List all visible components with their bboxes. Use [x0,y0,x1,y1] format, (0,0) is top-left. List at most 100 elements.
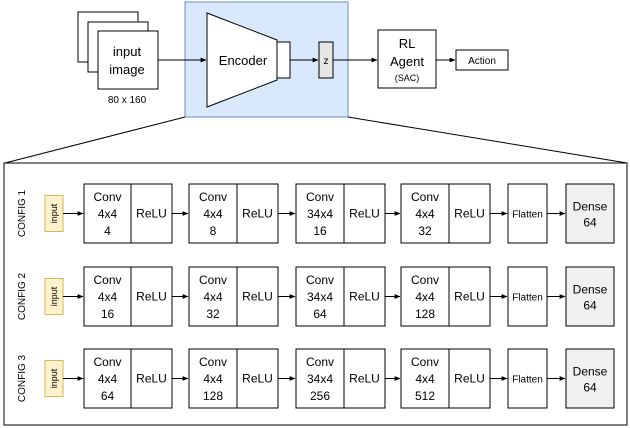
relu-label: ReLU [136,207,167,221]
flatten-box [507,348,548,409]
conv-title: Conv [199,273,227,287]
dense-label-1: Dense [573,200,608,214]
conv-kernel: 4x4 [415,372,435,386]
conv-block: Conv 34x4 64 ReLU [295,266,386,327]
z-label: z [324,56,329,67]
relu-box [448,348,491,409]
conv-title: Conv [306,355,334,369]
relu-label: ReLU [349,207,380,221]
relu-box [343,183,386,244]
relu-label: ReLU [136,290,167,304]
conv-channels: 32 [206,307,220,321]
conv-title: Conv [411,355,439,369]
dense-label-2: 64 [583,216,597,230]
conv-channels: 128 [203,389,223,403]
conv-channels: 512 [415,389,435,403]
relu-box [236,183,279,244]
conv-box [295,266,345,327]
relu-box [448,183,491,244]
conv-kernel: 4x4 [415,207,435,221]
conv-box [188,266,238,327]
conv-kernel: 4x4 [98,207,118,221]
relu-label: ReLU [242,372,273,386]
conv-title: Conv [411,273,439,287]
relu-label: ReLU [349,290,380,304]
dense-box [565,183,615,244]
conv-kernel: 34x4 [307,372,333,386]
conv-channels: 4 [104,224,111,238]
flatten-label: Flatten [512,210,543,221]
conv-channels: 256 [310,389,330,403]
conv-box [295,183,345,244]
rl-agent-label-3: (SAC) [395,73,420,83]
flatten-box [507,183,548,244]
encoder-trapezoid [206,12,278,108]
relu-label: ReLU [454,372,485,386]
encoder-output-block [276,41,291,79]
rl-agent-label-2: Agent [390,54,424,69]
relu-box [236,266,279,327]
conv-box [400,183,450,244]
conv-title: Conv [93,273,121,287]
conv-kernel: 4x4 [203,372,223,386]
relu-label: ReLU [242,207,273,221]
config-label: CONFIG 3 [17,354,28,402]
conv-box [400,266,450,327]
conv-kernel: 34x4 [307,290,333,304]
dense-label-2: 64 [583,381,597,395]
input-image-label-2: image [109,62,144,77]
conv-kernel: 4x4 [203,207,223,221]
conv-channels: 128 [415,307,435,321]
relu-label: ReLU [454,207,485,221]
action-label: Action [468,56,496,67]
conv-block: Conv 4x4 16 ReLU [83,266,173,327]
conv-channels: 32 [418,224,432,238]
action-box [455,49,509,71]
conv-title: Conv [411,190,439,204]
relu-label: ReLU [136,372,167,386]
relu-label: ReLU [242,290,273,304]
conv-title: Conv [93,355,121,369]
input-image-stack: input image [77,11,159,90]
relu-box [130,183,173,244]
relu-box [130,266,173,327]
flatten-label: Flatten [512,293,543,304]
conv-title: Conv [306,190,334,204]
conv-box [400,348,450,409]
conv-kernel: 4x4 [98,372,118,386]
rl-agent-label-1: RL [399,36,416,51]
conv-box [83,183,132,244]
input-image-box [97,30,159,90]
conv-title: Conv [199,355,227,369]
config-label: CONFIG 2 [17,272,28,320]
conv-channels: 64 [313,307,327,321]
dense-box [565,348,615,409]
input-label: input [49,368,59,388]
config-label: CONFIG 1 [17,189,28,237]
conv-box [188,348,238,409]
relu-label: ReLU [454,290,485,304]
config-row-3: CONFIG 3 input Conv 4x4 64 ReLU Conv 4x4 128 ReLU… [17,348,615,409]
encoder-label: Encoder [219,53,268,68]
input-size-label: 80 x 160 [108,95,147,106]
dense-label-1: Dense [573,365,608,379]
conv-block: Conv 4x4 32 ReLU [400,183,491,244]
conv-kernel: 4x4 [98,290,118,304]
conv-title: Conv [306,273,334,287]
conv-block: Conv 4x4 512 ReLU [400,348,491,409]
flatten-box [507,266,548,327]
conv-channels: 16 [101,307,115,321]
input-label: input [49,203,59,223]
conv-channels: 16 [313,224,327,238]
zoom-line-left [4,116,186,164]
